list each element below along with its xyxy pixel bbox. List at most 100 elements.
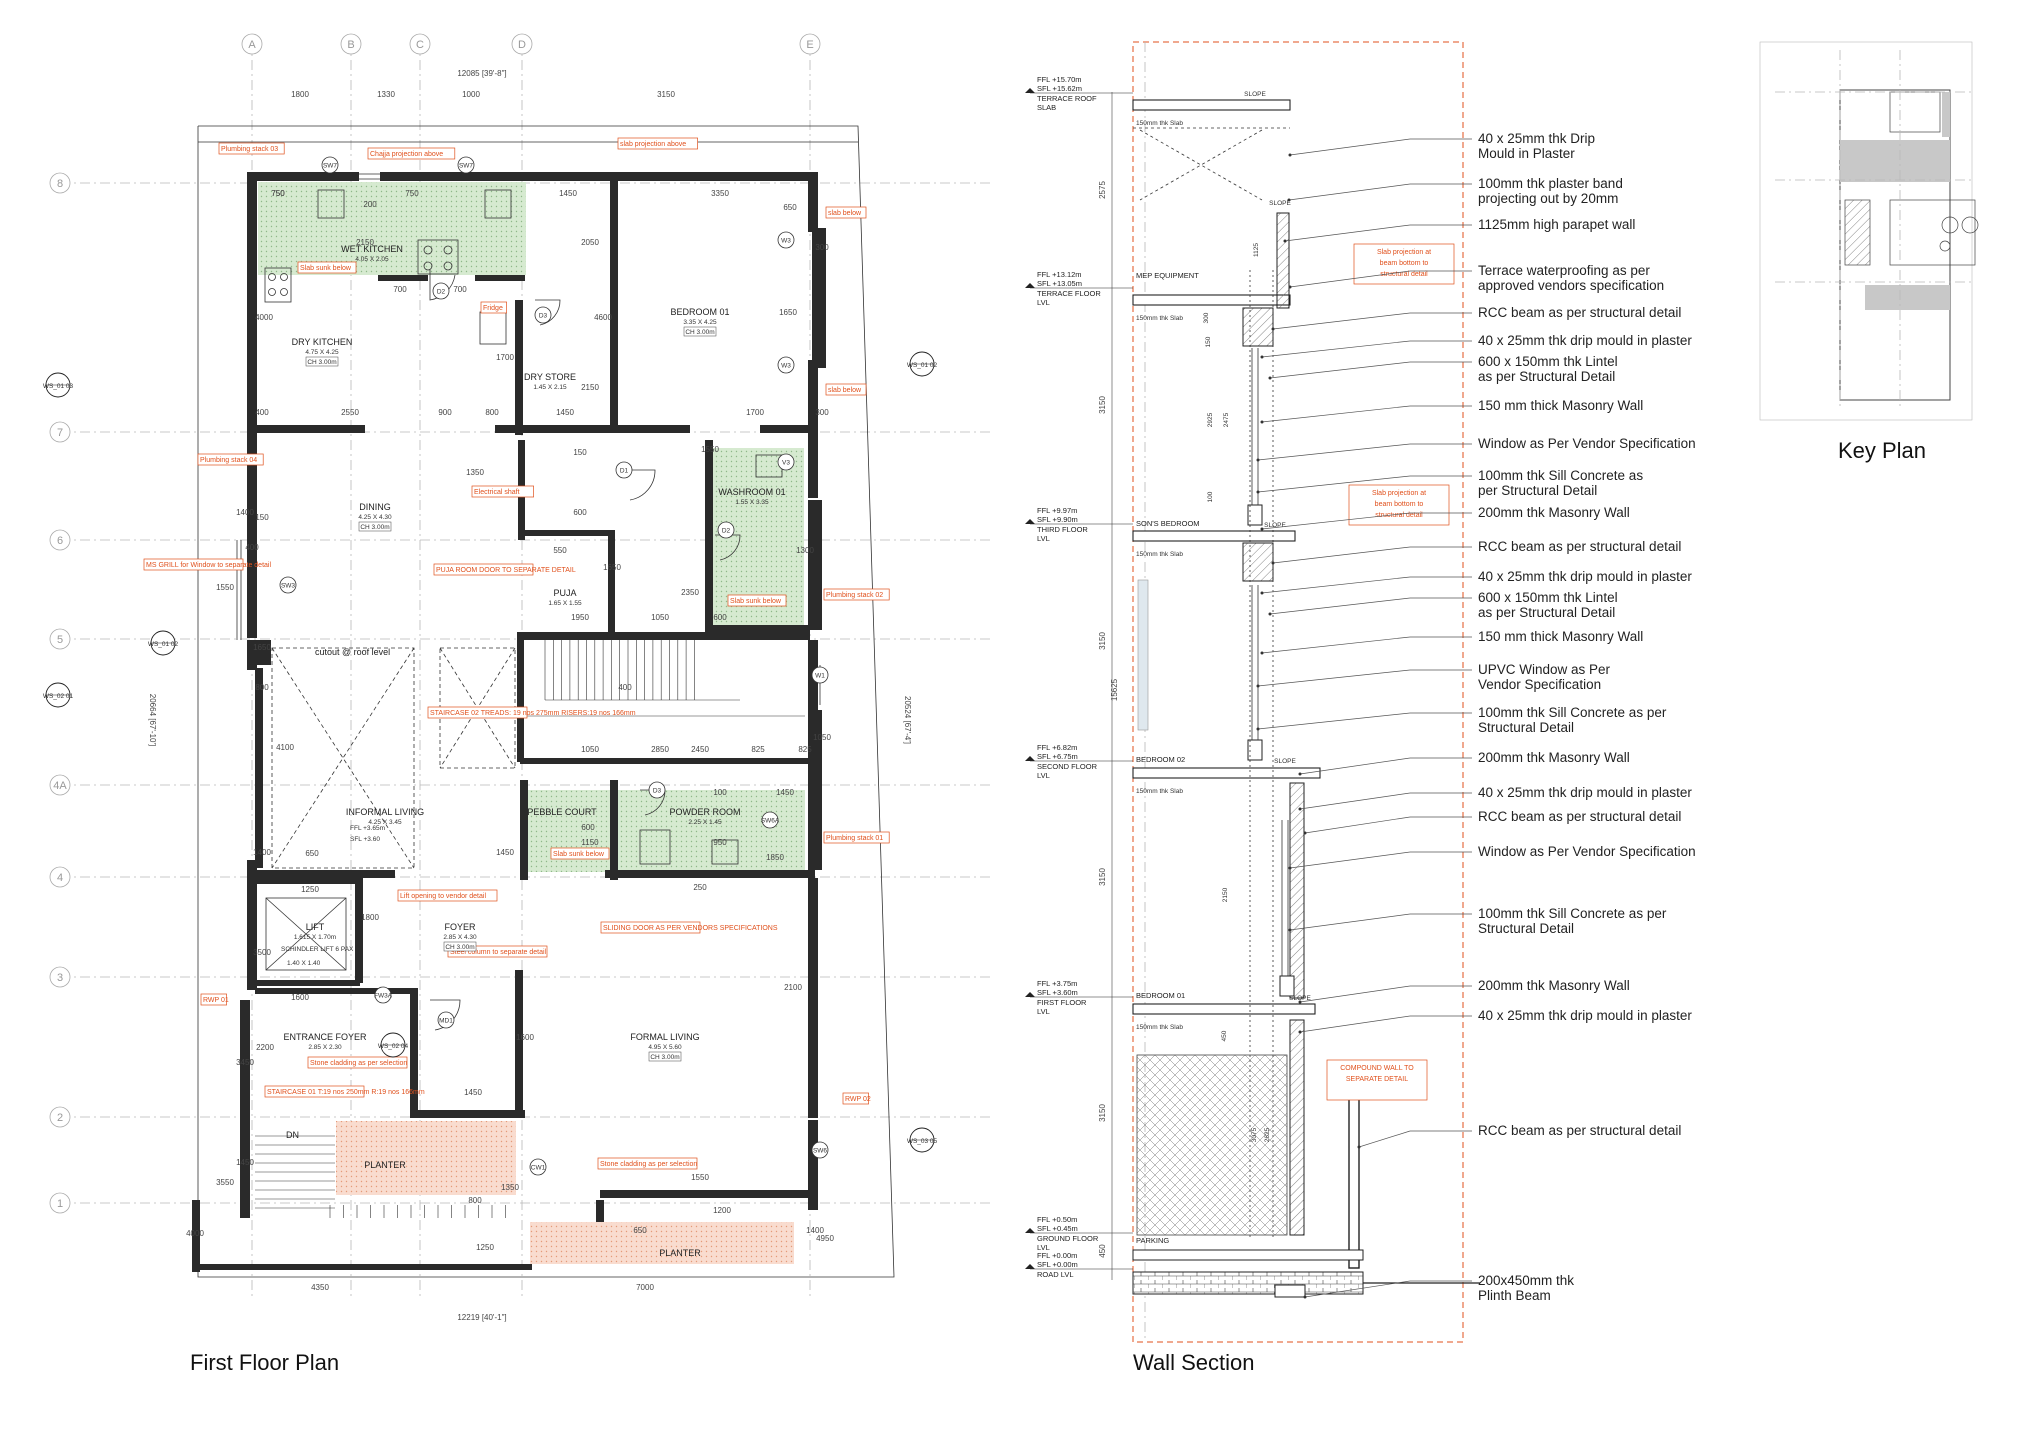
section-room-tag: SON'S BEDROOM — [1136, 519, 1200, 528]
grid-bubble-E — [799, 33, 821, 55]
callout-line-1: 1125mm high parapet wall — [1478, 217, 1635, 232]
room-size: 2.85 X 2.30 — [308, 1044, 342, 1051]
section-windows — [1137, 270, 1289, 1240]
callout-leader — [1299, 985, 1411, 1003]
callout-leader — [1257, 669, 1411, 687]
note-text: slab below — [828, 387, 862, 394]
section-height-dim: 3150 — [1098, 396, 1107, 414]
note-text: Slab sunk below — [730, 598, 782, 605]
callout-anchor-dot — [1256, 684, 1260, 688]
level-ffl: FFL +0.50m — [1037, 1215, 1077, 1224]
room-size: 3.35 X 4.25 — [683, 319, 717, 326]
callout-line-1: 100mm thk Sill Concrete as per — [1478, 705, 1667, 720]
slab-thickness-tag: 150mm thk Slab — [1136, 120, 1183, 127]
room-dimension: 700 — [393, 285, 407, 294]
section-window-dim: 2475 — [1223, 412, 1230, 427]
room-dimension: 400 — [255, 408, 269, 417]
grid-label-6: 6 — [57, 535, 63, 547]
room-ceiling-height: CH 3.00m — [360, 524, 389, 531]
note-box — [823, 831, 890, 844]
callout-leader — [1299, 792, 1411, 810]
tag-bubble — [374, 986, 392, 1004]
top-segment-dim: 3150 — [657, 90, 675, 99]
walls — [192, 172, 826, 1272]
grid-label-C: C — [416, 39, 424, 51]
room-ceiling-height: CH 3.00m — [685, 329, 714, 336]
sfl-label: SFL +3.60 — [350, 836, 380, 843]
room-dimension: 600 — [581, 823, 595, 832]
parking-retaining-zone — [1136, 1054, 1288, 1236]
tag-label: D1 — [620, 468, 629, 475]
level-ffl: FFL +13.12m — [1037, 270, 1082, 279]
room-size: 1.55 X 3.35 — [735, 499, 769, 506]
grid-label-1: 1 — [57, 1198, 63, 1210]
room-dimension: 250 — [693, 883, 707, 892]
room-name: WET KITCHEN — [341, 244, 403, 254]
room-ceiling-height: CH 3.00m — [650, 1054, 679, 1061]
grid-bubble-C — [409, 33, 431, 55]
room-size: 2.85 X 4.30 — [443, 934, 477, 941]
top-segment-dim: 1330 — [377, 90, 395, 99]
section-window-dim: 450 — [1221, 1030, 1228, 1041]
section-window-dim: 1125 — [1253, 243, 1260, 257]
section-orange-note-line: beam bottom to — [1380, 260, 1429, 267]
room-dimension: 2150 — [356, 238, 374, 247]
callout-anchor-dot — [1256, 490, 1260, 494]
callout-line-1: Window as Per Vendor Specification — [1478, 844, 1696, 859]
note-text: MS GRILL for Window to separate detail — [146, 562, 271, 569]
grid-bubble-3 — [49, 966, 71, 988]
note-box — [597, 1157, 698, 1170]
level-ffl: FFL +3.75m — [1037, 979, 1077, 988]
callout-anchor-dot — [1303, 831, 1307, 835]
powder-room-floor-fill — [615, 790, 805, 872]
note-text: Fridge — [483, 305, 503, 312]
level-ffl: FFL +6.82m — [1037, 743, 1077, 752]
plinth-beam-masonry — [1132, 1271, 1364, 1295]
room-name: ENTRANCE FOYER — [283, 1032, 367, 1042]
room-size: 4.95 X 5.60 — [648, 1044, 682, 1051]
callout-leader — [1284, 224, 1411, 242]
room-size: 1.65 X 1.55 — [548, 600, 582, 607]
callout-line-2: Structural Detail — [1478, 720, 1574, 735]
plot-boundary — [197, 125, 895, 1278]
tag-bubble — [648, 781, 666, 799]
note-text: slab projection above — [620, 141, 686, 148]
room-dimension: 1250 — [301, 885, 319, 894]
room-dimension: 300 — [815, 408, 829, 417]
room-dimension: 1050 — [581, 745, 599, 754]
grid-bubble-1 — [49, 1192, 71, 1214]
wall-section-title: Wall Section — [1133, 1350, 1254, 1375]
callout-line-1: Window as Per Vendor Specification — [1478, 436, 1696, 451]
tag-bubble — [777, 453, 795, 471]
note-text: SLIDING DOOR AS PER VENDORS SPECIFICATIO… — [603, 925, 778, 932]
room-dimension: 2150 — [581, 383, 599, 392]
callout-anchor-dot — [1298, 1030, 1302, 1034]
note-box — [307, 1056, 408, 1069]
room-dimension: 1150 — [581, 838, 599, 847]
room-dimension: 1200 — [713, 1206, 731, 1215]
callout-leader — [1358, 1130, 1411, 1148]
callout-anchor-dot — [1271, 561, 1275, 565]
staircase-02 — [520, 640, 805, 717]
room-dimension: 1400 — [253, 848, 271, 857]
section-height-dim: 3150 — [1098, 1104, 1107, 1122]
section-window-dim: 150 — [1205, 336, 1212, 347]
room-dimension: 1250 — [476, 1243, 494, 1252]
room-dimension: 3500 — [253, 948, 271, 957]
grid-label-7: 7 — [57, 427, 63, 439]
callout-line-1: 100mm thk Sill Concrete as per — [1478, 906, 1667, 921]
fixtures — [264, 189, 783, 865]
grid-lines-horizontal — [60, 182, 990, 1204]
callout-leader — [1257, 712, 1411, 730]
floor-slab — [1132, 99, 1291, 111]
floor-slab — [1132, 294, 1291, 306]
tag-bubble — [777, 356, 795, 374]
callout-line-1: 200mm thk Masonry Wall — [1478, 505, 1630, 520]
room-size: 1.45 X 2.15 — [533, 384, 567, 391]
callout-leader — [1261, 512, 1411, 530]
section-marker-label: WS_01 02 — [148, 641, 179, 648]
